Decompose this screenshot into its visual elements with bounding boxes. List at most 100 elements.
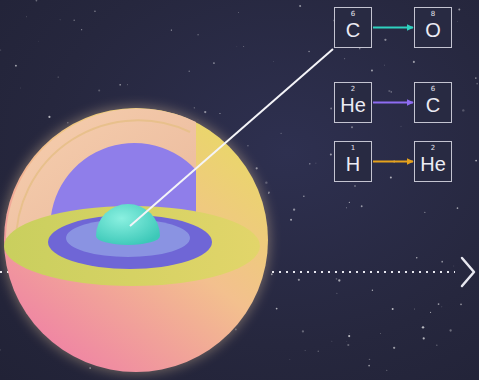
star-dot <box>273 60 275 62</box>
star-dot <box>25 16 27 18</box>
star-dot <box>308 51 309 52</box>
star-glow <box>2 106 270 374</box>
star-dot <box>119 84 121 86</box>
star-dot <box>330 108 332 110</box>
star-dot <box>475 77 477 79</box>
chevron-symbol <box>462 258 474 286</box>
star-dot <box>390 176 392 178</box>
star-dot <box>359 48 360 49</box>
star-dot <box>238 12 240 14</box>
star-dot <box>67 122 68 123</box>
star-dot <box>422 326 424 328</box>
star-dot <box>413 61 415 63</box>
star-dot <box>127 84 129 86</box>
star-dot <box>194 107 195 108</box>
star-dot <box>436 345 437 346</box>
star-dot <box>268 192 270 194</box>
star-dot <box>188 70 190 72</box>
star-dot <box>302 330 304 332</box>
star-dot <box>456 21 458 23</box>
star-dot <box>330 154 332 156</box>
star-dot <box>276 308 278 310</box>
reaction-arrow <box>373 27 413 29</box>
star-dot <box>441 306 443 308</box>
atomic-number: 8 <box>431 10 435 19</box>
star-dot <box>15 65 17 67</box>
star-dot <box>347 344 349 346</box>
element-box: 6C <box>334 7 372 48</box>
star-dot <box>424 212 425 213</box>
star-dot <box>354 185 356 187</box>
star-dot <box>392 308 394 310</box>
star-dot <box>0 349 1 350</box>
element-symbol: H <box>346 153 360 175</box>
star-dot <box>58 76 59 77</box>
star-dot <box>453 265 455 267</box>
star-dot <box>441 261 443 263</box>
atomic-number: 2 <box>351 85 355 94</box>
element-symbol: He <box>420 153 446 175</box>
star-dot <box>393 347 395 349</box>
element-box: 8O <box>414 7 452 48</box>
star-dot <box>457 207 459 209</box>
star-dot <box>346 207 347 208</box>
element-symbol: He <box>340 94 366 116</box>
star-dot <box>423 337 425 339</box>
atomic-number: 6 <box>351 10 355 19</box>
star-dot <box>430 312 431 313</box>
star-dot <box>460 303 462 305</box>
star-dot <box>293 208 295 210</box>
star-dot <box>317 350 319 352</box>
star-dot <box>438 303 440 305</box>
reaction-arrow <box>373 102 413 104</box>
star-dot <box>309 163 311 165</box>
star-dot <box>449 329 451 331</box>
star-dot <box>391 91 392 92</box>
star-dot <box>349 202 350 203</box>
star-dot <box>414 308 416 310</box>
dotted-path <box>272 271 455 273</box>
star-dot <box>197 119 199 121</box>
star-dot <box>462 109 464 111</box>
star-dot <box>281 133 282 134</box>
star-dot <box>256 167 258 169</box>
star-dot <box>219 113 220 114</box>
star-dot <box>299 5 301 7</box>
element-box: 1H <box>334 141 372 182</box>
atomic-number: 1 <box>351 144 355 153</box>
star-dot <box>247 145 248 146</box>
star-dot <box>361 205 363 207</box>
star-dot <box>89 367 91 369</box>
star-dot <box>243 45 245 47</box>
star-dot <box>236 45 238 47</box>
star-dot <box>369 359 370 360</box>
star-dot <box>344 58 346 60</box>
reaction-arrow <box>373 161 413 163</box>
star-dot <box>371 69 373 71</box>
core-dome <box>96 204 160 245</box>
star-dot <box>351 126 353 128</box>
element-symbol: C <box>426 94 440 116</box>
star-dot <box>38 40 40 42</box>
element-box: 2He <box>334 82 372 123</box>
star-dot <box>475 160 477 162</box>
atomic-number: 2 <box>431 144 435 153</box>
star-dot <box>81 29 82 30</box>
star-dot <box>346 340 348 342</box>
star-dot <box>94 11 95 12</box>
star-dot <box>372 290 373 291</box>
element-symbol: O <box>425 19 441 41</box>
star-dot <box>458 9 460 11</box>
star-dot <box>331 340 333 342</box>
star-dot <box>476 83 478 85</box>
star-dot <box>0 49 1 50</box>
atomic-number: 6 <box>431 85 435 94</box>
leader-line <box>130 49 333 226</box>
star-dot <box>204 111 206 113</box>
star-dot <box>290 219 292 221</box>
element-symbol: C <box>346 19 360 41</box>
star-shell <box>4 108 268 372</box>
